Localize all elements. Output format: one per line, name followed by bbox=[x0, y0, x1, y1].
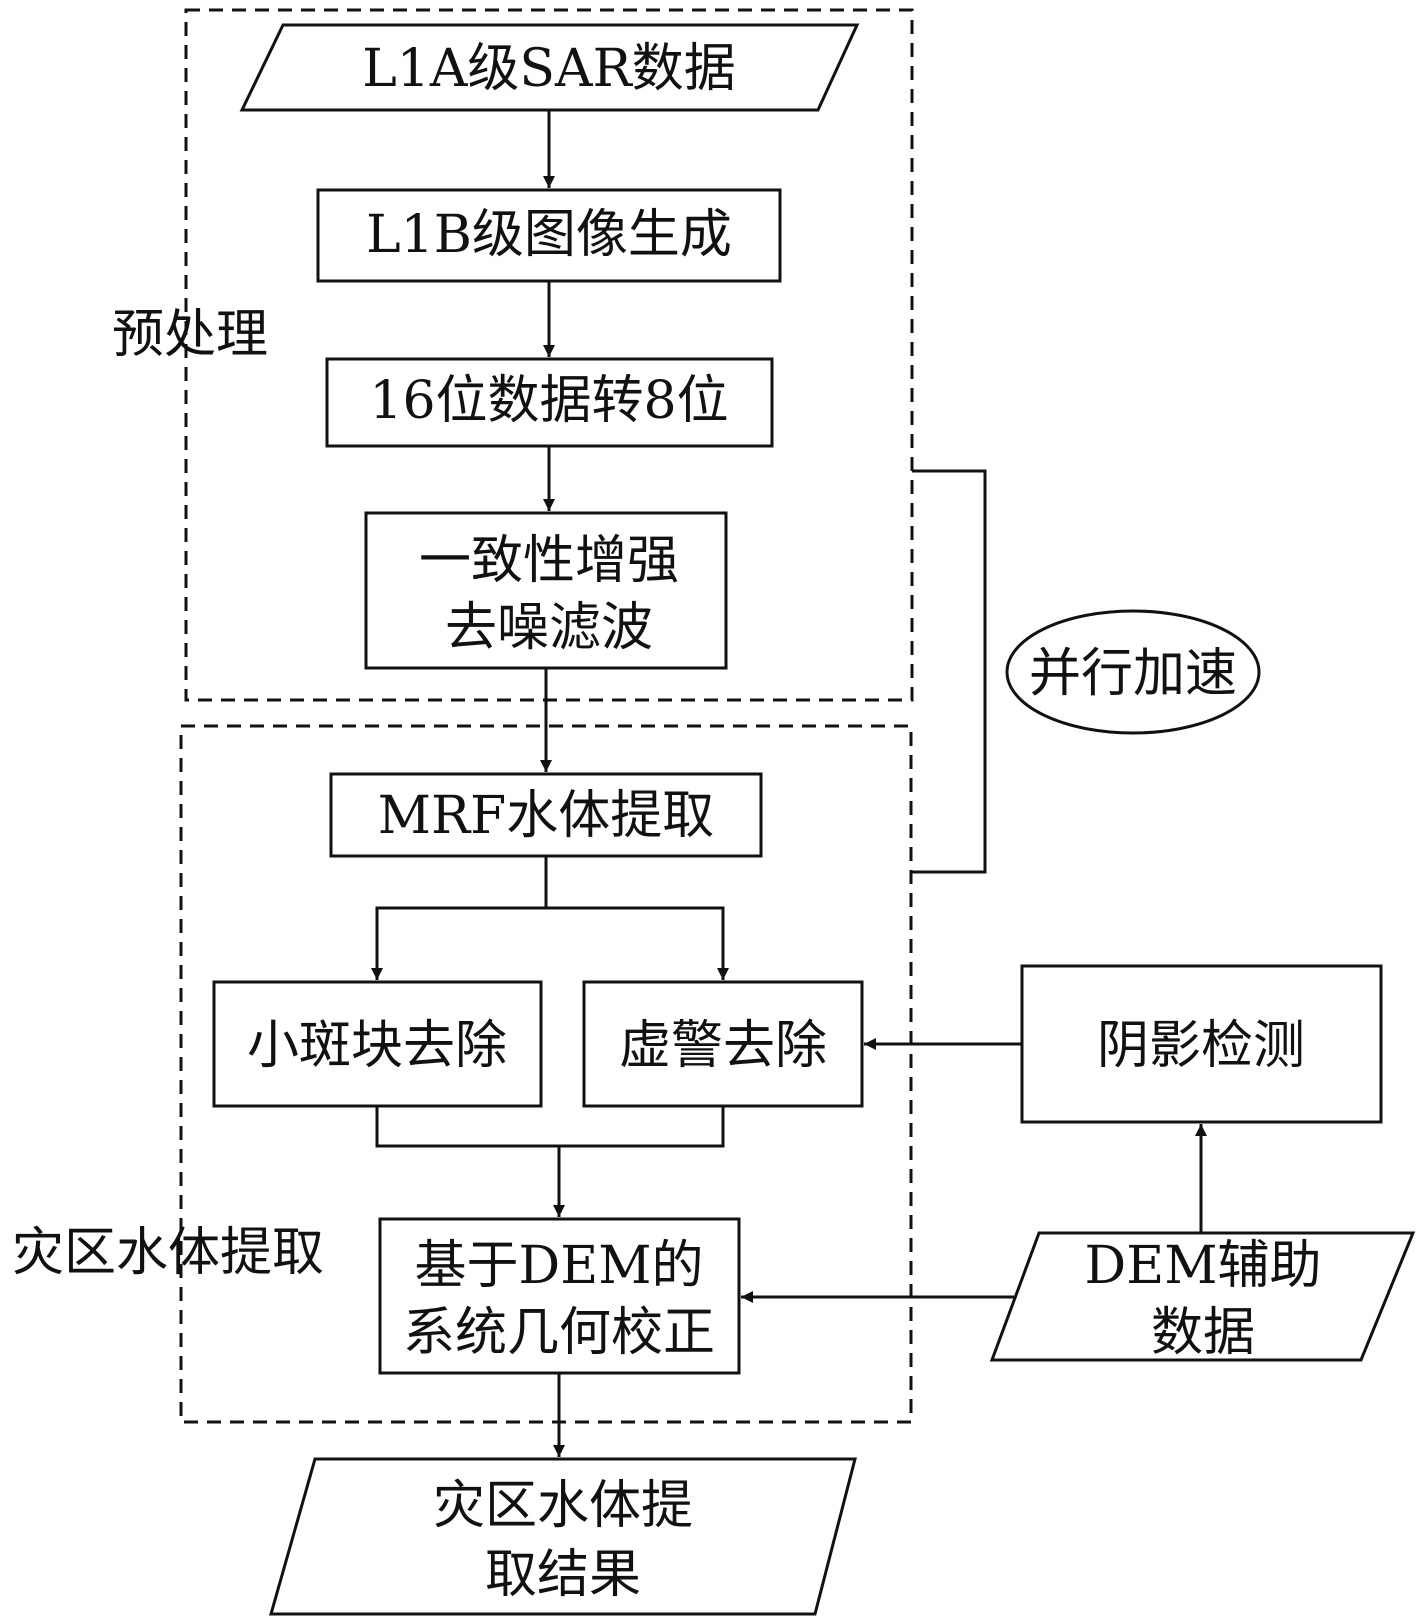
step-enhance-line1: 一致性增强 bbox=[419, 531, 679, 591]
step-mrf-label: MRF水体提取 bbox=[378, 786, 714, 846]
output-result-line2: 取结果 bbox=[485, 1545, 641, 1605]
step-false-alarm-box bbox=[582, 980, 864, 1108]
extraction-group-label: 灾区水体提取 bbox=[12, 1223, 324, 1283]
preprocess-group-box bbox=[184, 8, 914, 702]
arrow-mrf-to-false-alarm bbox=[546, 906, 729, 980]
step-l1b-box bbox=[316, 188, 782, 283]
step-small-patch-box bbox=[212, 980, 543, 1108]
step-16to8-label: 16位数据转8位 bbox=[369, 371, 728, 431]
preprocess-group-label: 预处理 bbox=[112, 305, 268, 365]
parallel-bracket bbox=[912, 469, 987, 874]
arrow-mrf-to-small-patch bbox=[371, 856, 548, 980]
step-shadow-box bbox=[1020, 964, 1383, 1124]
step-false-alarm-label: 虚警去除 bbox=[619, 1016, 827, 1076]
step-enhance-line2: 去噪滤波 bbox=[445, 598, 653, 658]
input-dem-line1: DEM辅助 bbox=[1085, 1236, 1322, 1296]
merge-connector bbox=[375, 1106, 725, 1148]
input-dem-line2: 数据 bbox=[1151, 1303, 1255, 1363]
step-l1b-label: L1B级图像生成 bbox=[366, 205, 732, 265]
step-small-patch-label: 小斑块去除 bbox=[247, 1016, 507, 1076]
output-result-parallelogram bbox=[269, 1457, 857, 1616]
input-l1a-parallelogram bbox=[239, 23, 860, 112]
step-shadow-label: 阴影检测 bbox=[1097, 1016, 1305, 1076]
step-geo-correct-line2: 系统几何校正 bbox=[403, 1303, 715, 1363]
step-geo-correct-box bbox=[378, 1217, 741, 1375]
step-geo-correct-line1: 基于DEM的 bbox=[415, 1236, 704, 1296]
input-dem-parallelogram bbox=[989, 1231, 1416, 1362]
step-mrf-box bbox=[329, 772, 763, 858]
step-16to8-box bbox=[325, 357, 774, 448]
parallel-label: 并行加速 bbox=[1029, 644, 1237, 704]
step-enhance-box bbox=[364, 511, 728, 670]
input-l1a-label: L1A级SAR数据 bbox=[362, 39, 736, 99]
parallel-ellipse bbox=[1005, 609, 1261, 735]
output-result-line1: 灾区水体提 bbox=[433, 1476, 693, 1536]
